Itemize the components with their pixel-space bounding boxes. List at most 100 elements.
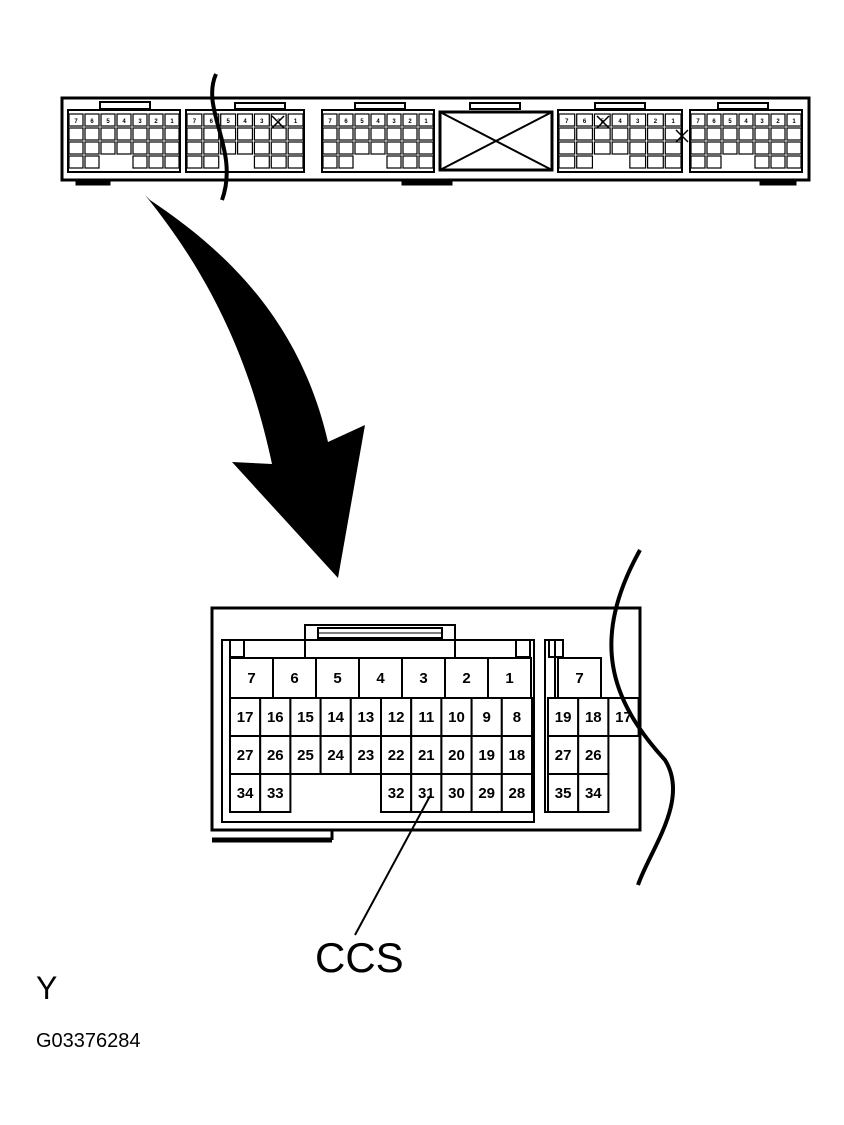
overview-pin-label: 3 [636,119,640,125]
pin-21: 21 [410,735,443,775]
next-pin-26: 26 [577,735,610,775]
overview-pin-label: 2 [154,119,158,125]
overview-pin-label: 7 [193,119,197,125]
pin-number: 10 [448,709,465,726]
pin-2: 2 [444,657,489,699]
overview-pin-label: 1 [170,119,174,125]
pin-number: 5 [333,670,341,687]
pin-number: 28 [509,785,526,802]
pin-number: 27 [555,747,572,764]
overview-pin-label: 2 [776,119,780,125]
pin-number: 13 [358,709,375,726]
pin-number: 4 [376,670,385,687]
pin-25: 25 [289,735,322,775]
overview-pin-label: 4 [243,119,247,125]
next-connector-pins: 7 19 18 17 27 26 35 34 [547,657,640,813]
pin-number: 18 [509,747,526,764]
overview-pin-label: 6 [712,119,716,125]
overview-pin-label: 5 [226,119,230,125]
pin-31: 31 [410,773,443,813]
pin-27: 27 [229,735,262,775]
pin-15: 15 [289,697,322,737]
pin-number: 16 [267,709,284,726]
overview-pin-label: 7 [328,119,332,125]
overview-crossed-pin [596,115,610,129]
pin-19: 19 [470,735,503,775]
figure-id: G03376284 [36,1030,141,1052]
pin-30: 30 [440,773,473,813]
pin-11: 11 [410,697,443,737]
next-pin-19: 19 [547,697,580,737]
ccs-callout: CCS [315,795,431,981]
pin-number: 9 [483,709,491,726]
pin-number: 2 [462,670,470,687]
pin-29: 29 [470,773,503,813]
overview-pin-label: 3 [760,119,764,125]
overview-pin-label: 2 [408,119,412,125]
pin-12: 12 [380,697,413,737]
overview-pin-label: 2 [654,119,658,125]
pin-24: 24 [319,735,352,775]
pin-1: 1 [487,657,532,699]
overview-pin-label: 1 [294,119,298,125]
next-pin-27: 27 [547,735,580,775]
pin-number: 25 [297,747,314,764]
pin-number: 33 [267,785,284,802]
overview-pin-label: 3 [138,119,142,125]
pin-18: 18 [500,735,533,775]
next-pin-7: 7 [557,657,602,699]
pin-number: 22 [388,747,405,764]
pin-number: 17 [615,709,632,726]
pin-5: 5 [315,657,360,699]
pin-number: 19 [478,747,495,764]
pin-number: 29 [478,785,495,802]
pin-number: 21 [418,747,435,764]
overview-pin-label: 3 [392,119,396,125]
overview-pin-label: 1 [671,119,675,125]
overview-pin-label: 7 [696,119,700,125]
pin-number: 31 [418,785,435,802]
pin-22: 22 [380,735,413,775]
pin-4: 4 [358,657,403,699]
overview-blank-cross [438,110,554,172]
pin-20: 20 [440,735,473,775]
pin-33: 33 [259,773,292,813]
next-pin-35: 35 [547,773,580,813]
pin-number: 34 [585,785,602,802]
overview-pin-label: 6 [344,119,348,125]
pin-number: 32 [388,785,405,802]
overview-pin-label: 5 [728,119,732,125]
pin-number: 1 [505,670,513,687]
pin-7: 7 [229,657,274,699]
ccs-label: CCS [315,934,404,981]
pin-number: 19 [555,709,572,726]
pin-17: 17 [229,697,262,737]
pin-number: 14 [327,709,344,726]
pin-13: 13 [349,697,382,737]
pin-number: 27 [237,747,254,764]
pin-number: 35 [555,785,572,802]
overview-pin-label: 3 [260,119,264,125]
pin-number: 17 [237,709,254,726]
next-pin-18: 18 [577,697,610,737]
pin-number: 12 [388,709,405,726]
overview-pin-label: 4 [618,119,622,125]
pin-23: 23 [349,735,382,775]
pin-number: 26 [585,747,602,764]
pin-number: 24 [327,747,344,764]
overview-pin-label: 6 [583,119,587,125]
overview-pin-label: 4 [744,119,748,125]
view-letter: Y [36,970,58,1006]
pin-8: 8 [500,697,533,737]
zoom-arrow [145,195,365,578]
